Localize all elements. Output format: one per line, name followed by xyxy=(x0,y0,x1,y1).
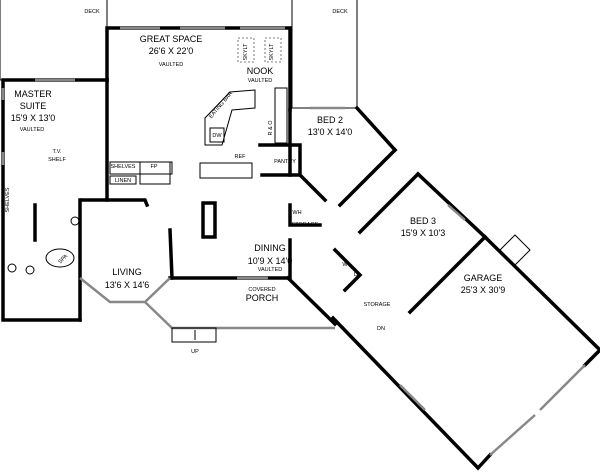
dining-note: VAULTED xyxy=(258,267,283,273)
linen-label: LINEN xyxy=(115,178,131,184)
refrigerator-label: REF xyxy=(235,154,247,160)
master-suite-label: MASTER xyxy=(14,89,52,99)
skylight-label: SKYLT xyxy=(269,43,275,61)
living-size: 13'6 X 14'6 xyxy=(105,280,149,290)
nook-label: NOOK xyxy=(247,66,274,76)
stairs-down-label: DN xyxy=(377,326,385,332)
washer-label: W xyxy=(342,262,348,268)
deck-right xyxy=(291,0,358,109)
garage-size: 25'3 X 30'9 xyxy=(461,285,505,295)
walls xyxy=(1,26,600,471)
bed2-size: 13'0 X 14'0 xyxy=(308,127,352,137)
windows xyxy=(1,26,586,456)
dining-size: 10'9 X 14'0 xyxy=(248,256,292,266)
deck-right-label: DECK xyxy=(332,9,348,15)
master-suite-label: SUITE xyxy=(20,101,47,111)
garage-label: GARAGE xyxy=(464,273,503,283)
skylight-label: SKYLT xyxy=(243,43,249,61)
garage-storage-label: STORAGE xyxy=(364,302,391,308)
covered-porch xyxy=(144,301,335,343)
bed3-size: 15'9 X 10'3 xyxy=(401,228,445,238)
living-label: LIVING xyxy=(112,267,142,277)
spa-label: SPA xyxy=(57,253,69,265)
great-space-note: VAULTED xyxy=(159,62,184,68)
dishwasher-label: DW xyxy=(212,133,222,139)
stairs-up-label: UP xyxy=(191,349,199,355)
range-oven-label: R & O xyxy=(268,120,274,136)
covered-porch-label: COVERED xyxy=(248,287,275,293)
kitchen xyxy=(7,37,531,275)
great-space-label: GREAT SPACE xyxy=(140,34,203,44)
pantry-label: PANTRY xyxy=(274,159,296,165)
shelves-label: SHELVES xyxy=(111,164,136,170)
hall-storage-label: STORAGE xyxy=(292,222,319,228)
water-heater-label: WH xyxy=(292,210,301,216)
tv-shelf-label: T.V. xyxy=(53,149,62,155)
dining-label: DINING xyxy=(254,243,286,253)
nook-note: VAULTED xyxy=(248,78,273,84)
bed3-label: BED 3 xyxy=(410,216,436,226)
tv-shelf-label: SHELF xyxy=(48,157,66,163)
covered-porch-label: PORCH xyxy=(246,293,279,303)
master-suite-note: VAULTED xyxy=(20,127,45,133)
great-space-size: 26'6 X 22'0 xyxy=(149,46,193,56)
bed2-label: BED 2 xyxy=(317,115,343,125)
deck-left-label: DECK xyxy=(84,9,100,15)
master-suite-size: 15'9 X 13'0 xyxy=(11,113,55,123)
dryer-label: D xyxy=(354,272,358,278)
shelves-side-label: SHELVES xyxy=(5,187,11,212)
fireplace-label: FP xyxy=(150,164,157,170)
